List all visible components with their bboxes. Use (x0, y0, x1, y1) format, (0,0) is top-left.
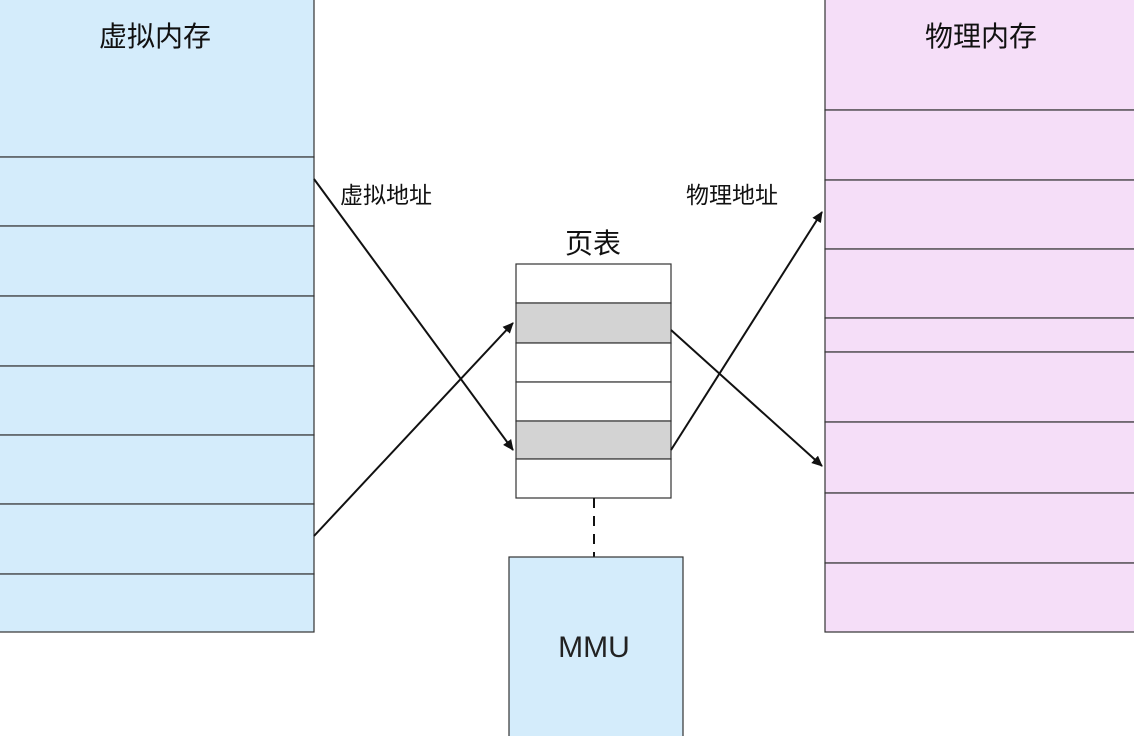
physical-memory-cell (824, 421, 1134, 494)
virtual-address-arrow (313, 178, 514, 451)
page-table-row (515, 381, 672, 422)
physical-memory-cell (824, 109, 1134, 181)
mmu-box (508, 556, 684, 736)
physical-memory-title: 物理内存 (925, 20, 1037, 53)
virtual-memory-cell (0, 503, 315, 575)
page-table-row (515, 342, 672, 383)
virtual-memory-cell (0, 365, 315, 436)
physical-memory-cell (824, 248, 1134, 319)
physical-memory-header-cell (824, 0, 1134, 111)
virtual-memory-cell (0, 295, 315, 367)
page-table-row-highlighted (515, 420, 672, 460)
virtual-to-page-table-arrow (313, 322, 514, 537)
page-table-title: 页表 (565, 227, 621, 260)
physical-memory-cell (824, 179, 1134, 250)
physical-memory-cell (824, 492, 1134, 564)
mmu-label: MMU (558, 631, 630, 664)
virtual-memory-cell (0, 573, 315, 633)
physical-memory-block: 物理内存 (824, 0, 1134, 633)
page-table: 页表 (515, 227, 672, 499)
virtual-memory-header-cell (0, 0, 315, 158)
virtual-address-label: 虚拟地址 (340, 183, 432, 209)
page-table-to-physical-arrow (670, 329, 823, 467)
virtual-memory-cell (0, 156, 315, 227)
physical-address-arrow (670, 211, 823, 451)
physical-memory-cell (824, 317, 1134, 353)
page-table-row (515, 263, 672, 304)
mmu-block: MMU (508, 556, 684, 736)
virtual-memory-title: 虚拟内存 (99, 20, 211, 53)
page-table-row (515, 458, 672, 499)
virtual-memory-block: 虚拟内存 (0, 0, 315, 633)
virtual-memory-cell (0, 434, 315, 505)
physical-memory-cell (824, 562, 1134, 633)
physical-address-label: 物理地址 (686, 183, 778, 209)
page-table-row-highlighted (515, 302, 672, 344)
physical-memory-cell (824, 351, 1134, 423)
virtual-memory-cell (0, 225, 315, 297)
